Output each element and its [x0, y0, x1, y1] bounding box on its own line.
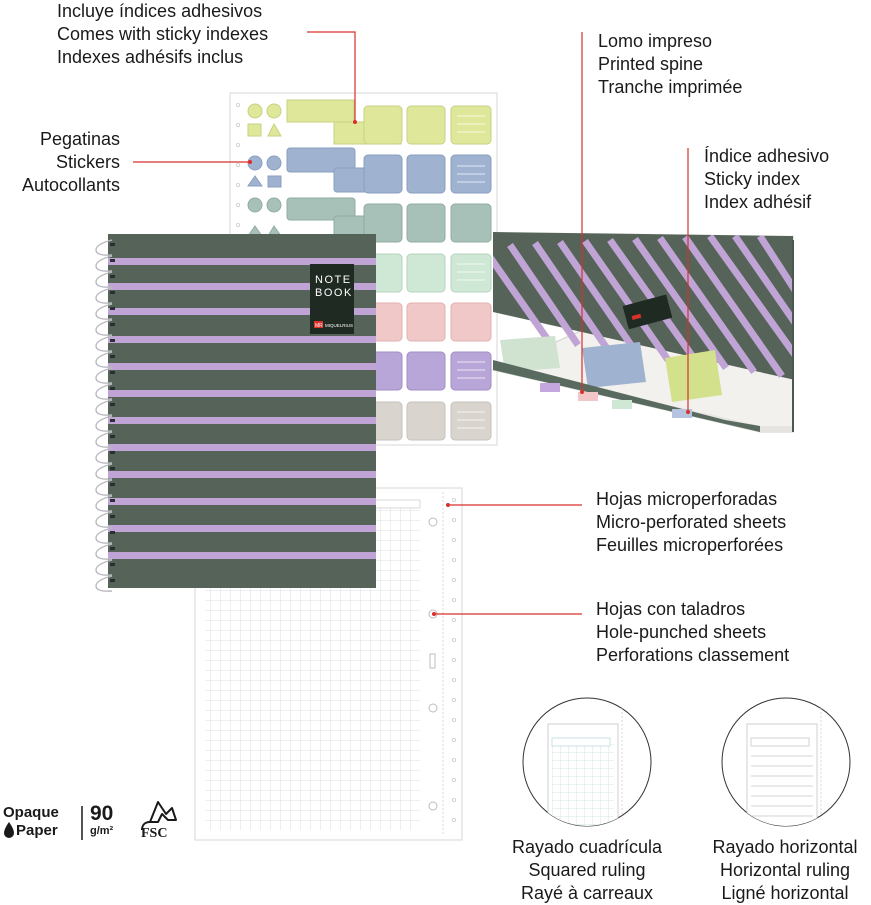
notebook-cover — [95, 234, 376, 592]
cover-title-line2: BOOK — [315, 287, 353, 299]
callout-hole-punched-es: Hojas con taladros — [596, 599, 746, 619]
callout-stickers-en: Stickers — [55, 152, 120, 172]
callout-stickers-es: Pegatinas — [39, 129, 120, 149]
ruling-horizontal-circle — [721, 697, 851, 827]
sticker-row-mint — [363, 253, 492, 293]
sticker-row-grey — [363, 401, 492, 441]
callout-hole-punched-fr: Perforations classement — [596, 645, 790, 665]
spiral-holes — [110, 243, 115, 582]
opaque-badge-line1: Opaque — [3, 804, 59, 821]
ruling-horizontal-fr: Ligné horizontal — [721, 883, 849, 903]
callout-sticky-indexes-es: Incluye índices adhesivos — [57, 1, 263, 21]
callout-micro-perforated-en: Micro-perforated sheets — [596, 512, 787, 532]
callout-sticky-index-es: Índice adhesivo — [704, 146, 830, 166]
fsc-label: FSC — [141, 826, 168, 841]
sticker-sheet — [229, 92, 498, 446]
punch-holes — [428, 517, 438, 811]
brand-logo-mark — [314, 321, 323, 328]
ruling-squared-circle — [522, 697, 652, 827]
open-notebook — [491, 232, 794, 433]
callout-sticky-index-fr: Index adhésif — [704, 192, 812, 212]
sticker-sheet-holes — [235, 103, 240, 227]
sticker-row-teal — [247, 197, 492, 243]
ruling-squared-fr: Rayé à carreaux — [520, 883, 654, 903]
callout-micro-perforated-fr: Feuilles microperforées — [596, 535, 784, 555]
callout-line-sticky-indexes — [307, 31, 356, 122]
callout-printed-spine: Lomo impreso Printed spine Tranche impri… — [598, 30, 742, 99]
paper-weight-badge: 90 g/m² — [90, 803, 113, 838]
callout-hole-punched: Hojas con taladros Hole-punched sheets P… — [596, 598, 789, 667]
ruling-horizontal-es: Rayado horizontal — [712, 837, 858, 857]
callout-sticky-index-en: Sticky index — [704, 169, 801, 189]
callout-sticky-indexes-en: Comes with sticky indexes — [57, 24, 269, 44]
callout-sticky-indexes: Incluye índices adhesivos Comes with sti… — [57, 0, 268, 69]
opaque-badge-line2: Paper — [16, 822, 58, 839]
sheet-spiral-holes — [451, 497, 456, 823]
open-notebook-stickers — [500, 336, 722, 402]
callout-sticky-index: Índice adhesivo Sticky index Index adhés… — [704, 145, 829, 214]
callout-micro-perforated: Hojas microperforadas Micro-perforated s… — [596, 488, 786, 557]
cover-stripes — [108, 258, 376, 559]
sticker-row-purple — [363, 351, 492, 391]
paper-weight-unit: g/m² — [90, 825, 114, 837]
paper-weight-value: 90 — [90, 802, 114, 825]
open-notebook-page-edges — [493, 360, 793, 432]
sticky-index-tabs — [540, 383, 692, 418]
cover-brand: MIQUELRIUS — [325, 323, 353, 328]
opaque-paper-drop-icon — [4, 822, 14, 838]
sticker-row-blue — [247, 147, 492, 194]
ruling-horizontal-en: Horizontal ruling — [719, 860, 851, 880]
brand-mark-text: MR — [315, 323, 323, 329]
callout-sticky-indexes-fr: Indexes adhésifs inclus — [57, 47, 244, 67]
ruling-squared-caption: Rayado cuadrícula Squared ruling Rayé à … — [497, 836, 677, 905]
callout-stickers-fr: Autocollants — [21, 175, 120, 195]
ruling-squared-es: Rayado cuadrícula — [511, 837, 663, 857]
callout-printed-spine-fr: Tranche imprimée — [598, 77, 743, 97]
ruling-horizontal-caption: Rayado horizontal Horizontal ruling Lign… — [700, 836, 870, 905]
opaque-paper-badge: Opaque Paper — [3, 804, 59, 840]
ruling-squared-en: Squared ruling — [528, 860, 646, 880]
callout-printed-spine-es: Lomo impreso — [598, 31, 713, 51]
callout-hole-punched-en: Hole-punched sheets — [596, 622, 767, 642]
callout-printed-spine-en: Printed spine — [598, 54, 704, 74]
cover-title-line1: NOTE — [315, 274, 352, 286]
fsc-tree-icon — [141, 801, 177, 831]
sticker-row-pink — [363, 302, 492, 342]
callout-lines — [133, 31, 689, 615]
callout-micro-perforated-es: Hojas microperforadas — [596, 489, 778, 509]
spiral-binding — [95, 239, 113, 592]
callout-stickers: Pegatinas Stickers Autocollants — [0, 128, 120, 197]
